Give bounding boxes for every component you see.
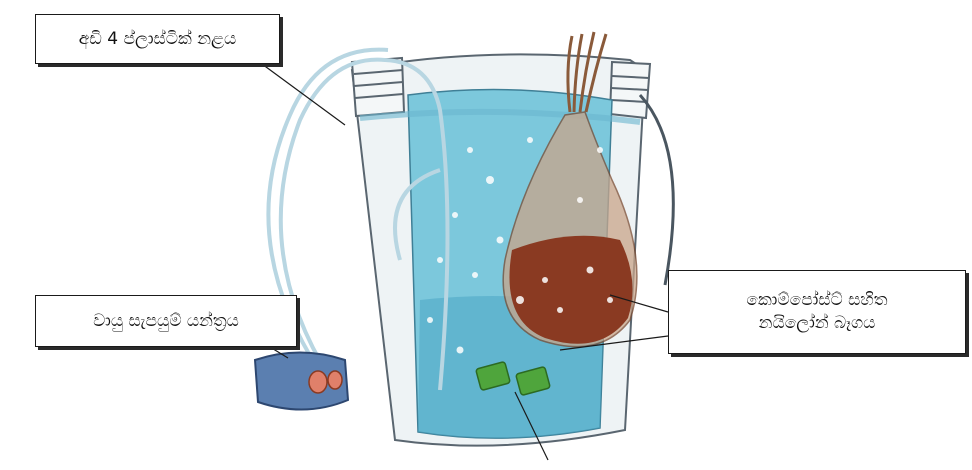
label-compost-bag-line1: කොම්පෝස්ට් සහිත (746, 289, 887, 312)
bucket-handle (640, 95, 673, 285)
air-pump (255, 353, 348, 410)
label-compost-bag-line2: නයිලෝන් බෑගය (759, 312, 876, 335)
label-plastic-tube-text: අඩි 4 ප්ලාස්ටික් නළය (79, 28, 236, 51)
label-air-pump-text: වායු සැපයුම් යන්ත්‍රය (93, 310, 239, 333)
label-air-pump: වායු සැපයුම් යන්ත්‍රය (35, 295, 297, 347)
label-compost-bag: කොම්පෝස්ට් සහිත නයිලෝන් බෑගය (668, 270, 966, 354)
label-plastic-tube: අඩි 4 ප්ලාස්ටික් නළය (35, 14, 280, 64)
bucket-threads-right (610, 62, 650, 118)
bucket-threads-left (352, 58, 404, 116)
